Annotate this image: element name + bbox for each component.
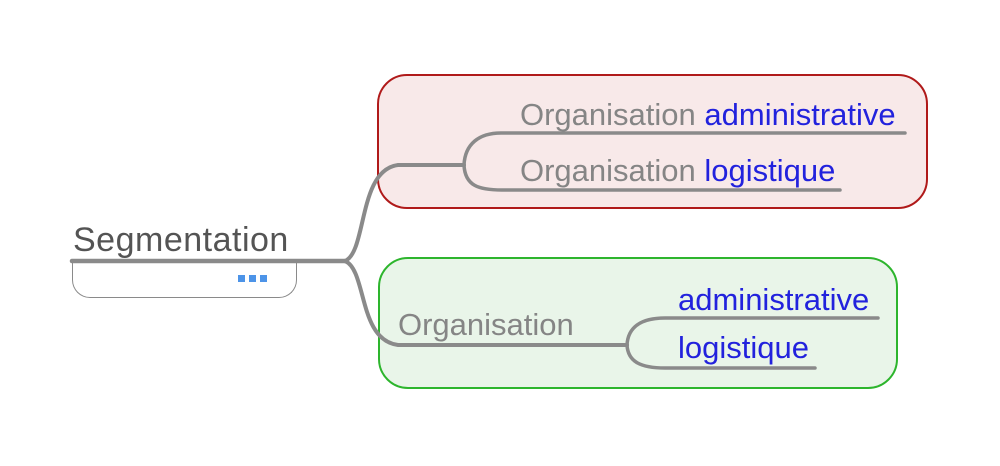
root-node-label[interactable]: Segmentation <box>73 221 289 259</box>
ellipsis-square-icon <box>249 275 256 282</box>
node-organisation-parent[interactable]: Organisation <box>398 307 574 342</box>
root-details-bubble <box>72 262 297 298</box>
node-term-text: logistique <box>704 153 836 188</box>
red-node-administrative-underline <box>462 131 907 167</box>
node-child-logistique[interactable]: logistique <box>678 332 809 363</box>
node-organisation-logistique[interactable]: Organisation logistique <box>520 155 835 186</box>
red-summary-box <box>377 74 928 209</box>
green-child-logistique-underline <box>625 343 817 370</box>
node-prefix-text: Organisation <box>520 97 705 132</box>
node-prefix-text: Organisation <box>520 153 705 188</box>
node-child-administrative[interactable]: administrative <box>678 284 869 315</box>
node-term-text: administrative <box>704 97 896 132</box>
ellipsis-square-icon <box>260 275 267 282</box>
ellipsis-square-icon <box>238 275 245 282</box>
details-hidden-icon[interactable] <box>238 275 267 282</box>
branch-to-red-line <box>343 163 466 263</box>
branch-to-green-organisation-line <box>343 259 629 347</box>
node-term-text: logistique <box>678 330 809 365</box>
green-child-administrative-underline <box>625 316 880 347</box>
node-term-text: administrative <box>678 282 870 317</box>
node-organisation-administrative[interactable]: Organisation administrative <box>520 99 896 130</box>
red-node-logistique-underline <box>462 163 842 192</box>
